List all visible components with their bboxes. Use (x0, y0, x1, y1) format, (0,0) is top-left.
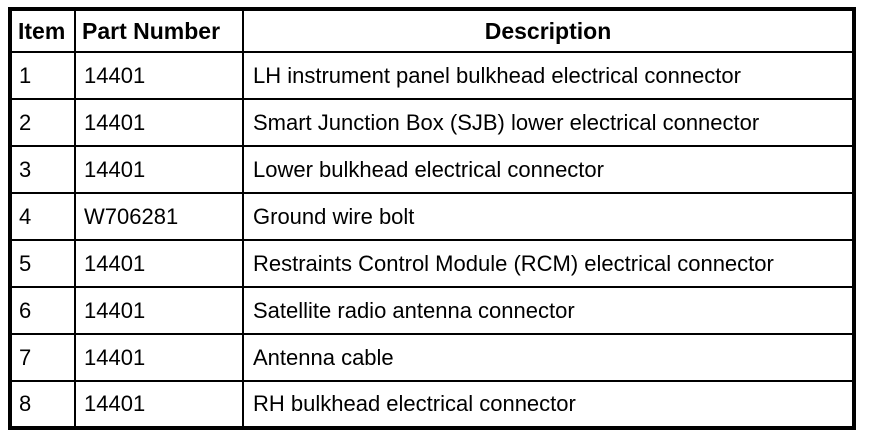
header-description: Description (242, 8, 855, 53)
part-number-cell: 14401 (74, 51, 244, 100)
item-cell: 4 (9, 192, 76, 241)
part-number-cell: 14401 (74, 333, 244, 382)
item-cell: 7 (9, 333, 76, 382)
table-row: 2 14401 Smart Junction Box (SJB) lower e… (9, 98, 855, 147)
parts-list-header: Item Part Number Description (9, 8, 855, 53)
item-cell: 8 (9, 380, 76, 429)
part-number-cell: 14401 (74, 380, 244, 429)
table-row: 1 14401 LH instrument panel bulkhead ele… (9, 51, 855, 100)
table-row: 4 W706281 Ground wire bolt (9, 192, 855, 241)
parts-list-table: Item Part Number Description 1 14401 LH … (8, 7, 856, 430)
description-cell: Lower bulkhead electrical connector (242, 145, 855, 194)
part-number-cell: 14401 (74, 145, 244, 194)
item-cell: 6 (9, 286, 76, 335)
description-cell: Restraints Control Module (RCM) electric… (242, 239, 855, 288)
description-cell: Antenna cable (242, 333, 855, 382)
table-row: 8 14401 RH bulkhead electrical connector (9, 380, 855, 429)
item-cell: 2 (9, 98, 76, 147)
table-row: 6 14401 Satellite radio antenna connecto… (9, 286, 855, 335)
part-number-cell: 14401 (74, 286, 244, 335)
part-number-cell: 14401 (74, 239, 244, 288)
parts-list-body: 1 14401 LH instrument panel bulkhead ele… (9, 51, 855, 429)
header-part-number: Part Number (74, 8, 244, 53)
description-cell: RH bulkhead electrical connector (242, 380, 855, 429)
description-cell: LH instrument panel bulkhead electrical … (242, 51, 855, 100)
item-cell: 1 (9, 51, 76, 100)
part-number-cell: 14401 (74, 98, 244, 147)
table-row: 5 14401 Restraints Control Module (RCM) … (9, 239, 855, 288)
item-cell: 3 (9, 145, 76, 194)
table-row: 3 14401 Lower bulkhead electrical connec… (9, 145, 855, 194)
description-cell: Satellite radio antenna connector (242, 286, 855, 335)
header-item: Item (9, 8, 76, 53)
item-cell: 5 (9, 239, 76, 288)
header-row: Item Part Number Description (9, 8, 855, 53)
description-cell: Smart Junction Box (SJB) lower electrica… (242, 98, 855, 147)
description-cell: Ground wire bolt (242, 192, 855, 241)
part-number-cell: W706281 (74, 192, 244, 241)
table-row: 7 14401 Antenna cable (9, 333, 855, 382)
